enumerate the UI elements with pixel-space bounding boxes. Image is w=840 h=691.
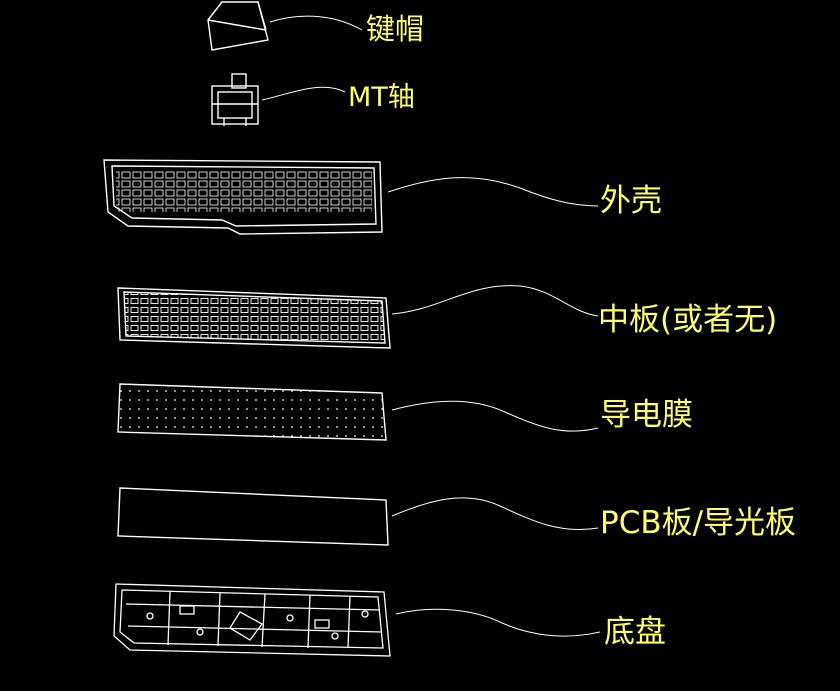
switch-drawing: [211, 73, 259, 126]
label-bottom: 底盘: [604, 614, 666, 650]
switch-leader: [261, 86, 346, 101]
label-pcb: PCB板/导光板: [600, 505, 797, 541]
case-drawing: [103, 159, 383, 235]
case-leader: [387, 177, 599, 207]
membrane-drawing: [117, 383, 387, 441]
label-membrane: 导电膜: [600, 397, 693, 433]
bottom-tray-leader: [395, 608, 601, 637]
label-case: 外壳: [600, 183, 662, 219]
keycap-drawing: [207, 1, 269, 51]
pcb-drawing: [117, 487, 389, 546]
label-keycap: 键帽: [366, 12, 425, 46]
keycap-leader: [269, 15, 363, 31]
plate-drawing: [117, 287, 391, 349]
bottom-tray-drawing: [113, 583, 391, 657]
label-switch: MT轴: [348, 82, 415, 113]
pcb-leader: [391, 497, 599, 531]
membrane-leader: [391, 400, 599, 432]
label-plate: 中板(或者无): [598, 302, 778, 338]
plate-leader: [391, 285, 599, 317]
